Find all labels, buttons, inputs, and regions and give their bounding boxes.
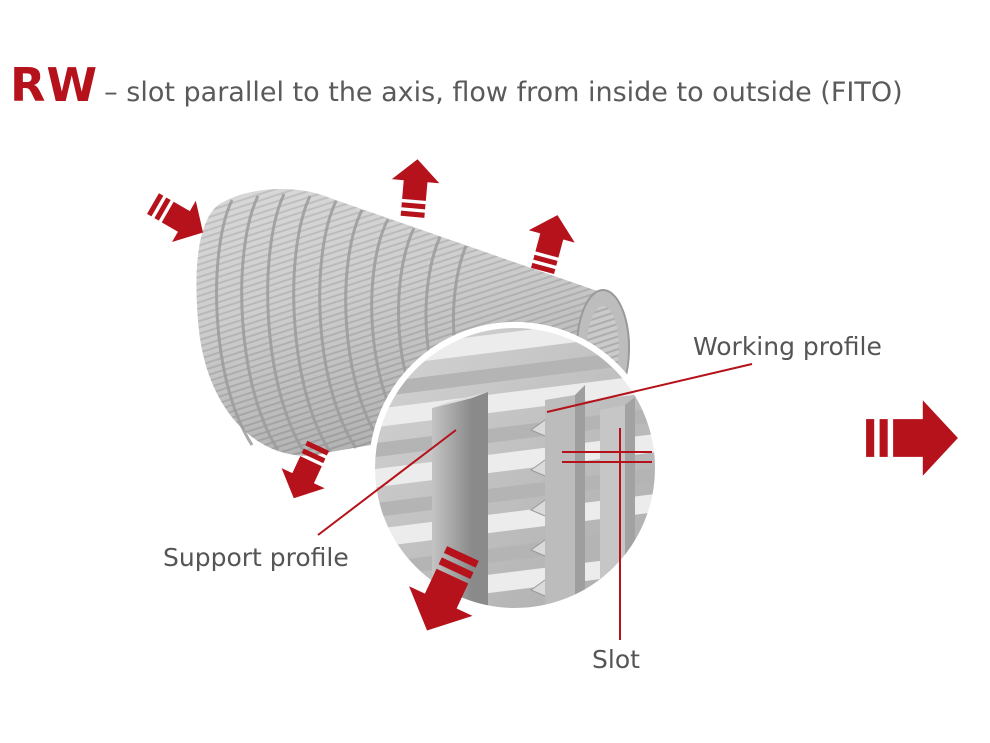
filter-type-description: – slot parallel to the axis, flow from i…: [104, 77, 903, 108]
slot-label: Slot: [592, 645, 640, 674]
leader-lines: [317, 363, 753, 640]
outflow-arrow-up-right-icon: [519, 208, 581, 278]
filter-type-code: RW: [10, 58, 99, 112]
working-profile-leader: [546, 363, 753, 413]
working-profile-label: Working profile: [693, 332, 882, 361]
support-profile-label: Support profile: [163, 543, 349, 572]
flow-direction-arrow-icon: [866, 400, 958, 476]
outflow-arrow-up-left-icon: [388, 157, 442, 219]
support-profile-leader: [317, 429, 457, 536]
diagram-title: RW– slot parallel to the axis, flow from…: [10, 58, 903, 112]
